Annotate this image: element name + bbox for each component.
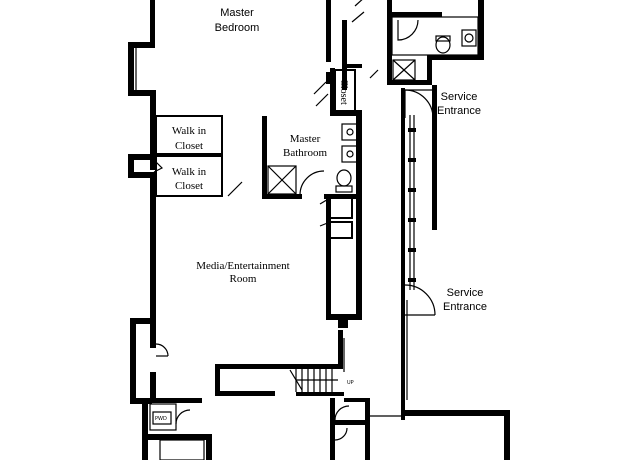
label-master-bedroom-1: Master — [220, 7, 254, 19]
label-stair-up: UP — [347, 380, 354, 386]
walls — [128, 0, 510, 460]
label-media-room-2: Room — [230, 273, 257, 285]
fixtures — [135, 0, 479, 460]
label-master-bathroom-1: Master — [290, 133, 321, 145]
window-ticks — [408, 128, 416, 282]
room-labels: Master Bedroom Closet Walk in Closet Wal… — [155, 7, 487, 422]
label-media-room-1: Media/Entertainment — [196, 260, 289, 272]
label-appliance: PWD — [155, 416, 167, 422]
label-service-entrance-2a: Service — [447, 287, 484, 299]
label-service-entrance-1b: Entrance — [437, 105, 481, 117]
label-walk-in-closet-2b: Closet — [175, 180, 203, 192]
label-service-entrance-2b: Entrance — [443, 301, 487, 313]
label-walk-in-closet-1b: Closet — [175, 140, 203, 152]
label-walk-in-closet-2a: Walk in — [172, 166, 207, 178]
label-master-bedroom-2: Bedroom — [215, 22, 260, 34]
label-walk-in-closet-1a: Walk in — [172, 125, 207, 137]
label-master-bathroom-2: Bathroom — [283, 147, 327, 159]
label-closet: Closet — [338, 79, 349, 105]
label-service-entrance-1a: Service — [441, 91, 478, 103]
stairs — [289, 369, 338, 392]
